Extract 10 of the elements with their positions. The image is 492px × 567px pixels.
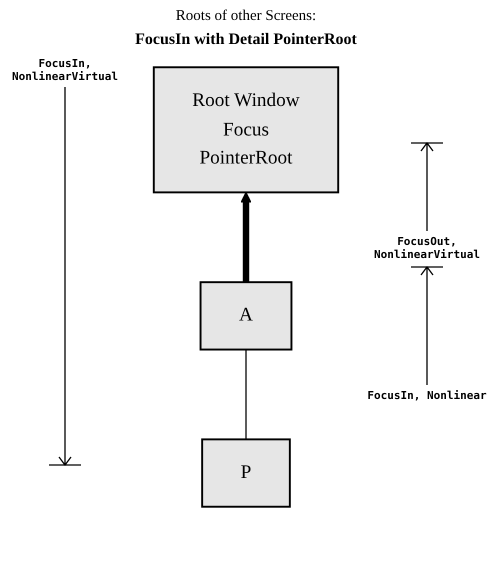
node-box: P <box>201 438 291 508</box>
title: Roots of other Screens: <box>174 8 318 25</box>
event-label: FocusOut, NonlinearVirtual <box>373 235 481 261</box>
node-box: A <box>200 281 292 351</box>
event-label: FocusIn, Nonlinear <box>367 389 487 402</box>
subtitle: FocusIn with Detail PointerRoot <box>134 31 358 49</box>
event-label: FocusIn, NonlinearVirtual <box>11 57 119 83</box>
node-box: Root Window Focus PointerRoot <box>152 66 340 194</box>
connector <box>245 350 247 440</box>
arrow <box>240 192 252 282</box>
